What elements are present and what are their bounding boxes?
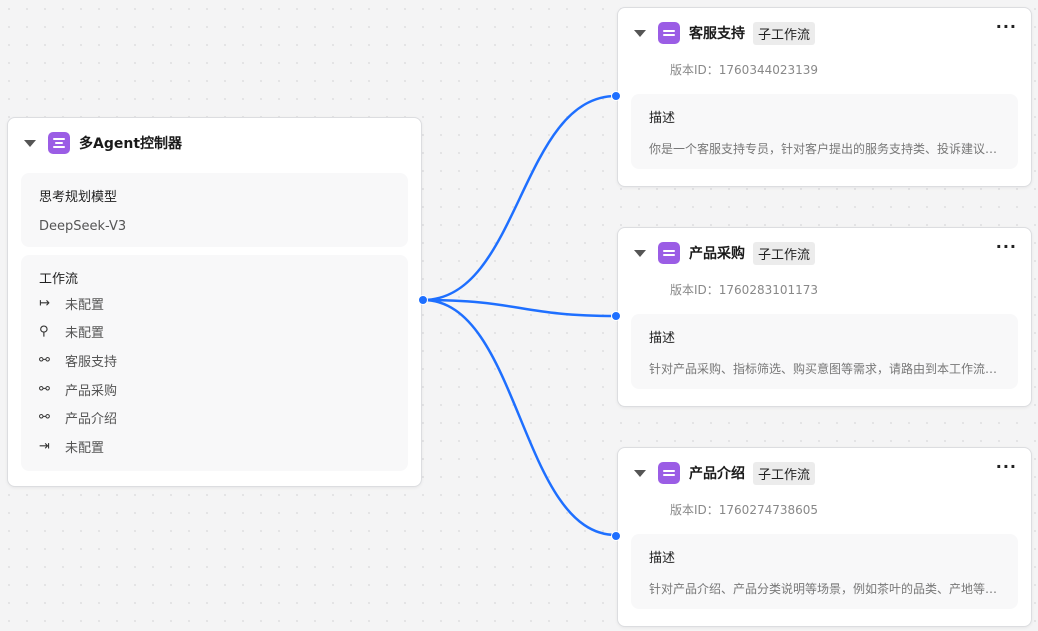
- model-label: 思考规划模型: [39, 190, 118, 205]
- collapse-caret-icon[interactable]: [634, 469, 646, 477]
- description-box: 描述 针对产品采购、指标筛选、购买意图等需求，请路由到本工作流进行处理: [631, 314, 1018, 389]
- description-text: 你是一个客服支持专员，针对客户提出的服务支持类、投诉建议类问题进行处理: [649, 142, 1000, 156]
- agent-icon: [48, 132, 70, 154]
- collapse-caret-icon[interactable]: [634, 29, 646, 37]
- more-options-icon[interactable]: ···: [995, 237, 1017, 256]
- workflow-item-label: 客服支持: [65, 354, 118, 370]
- collapse-caret-icon[interactable]: [24, 139, 36, 147]
- collapse-caret-icon[interactable]: [634, 249, 646, 257]
- edge-to-kefu: [422, 94, 617, 302]
- description-label: 描述: [649, 551, 676, 566]
- description-label: 描述: [649, 331, 676, 346]
- workflow-item-label: 未配置: [65, 297, 105, 313]
- description-box: 描述 你是一个客服支持专员，针对客户提出的服务支持类、投诉建议类问题进行处理: [631, 94, 1018, 169]
- subflow-node[interactable]: 产品采购 子工作流 ··· 版本ID：1760283101173 描述 针对产品…: [617, 227, 1032, 407]
- controller-node[interactable]: 多Agent控制器 思考规划模型 DeepSeek-V3 工作流 ↦ 未配置 ⚲ 未配…: [7, 117, 422, 487]
- description-label: 描述: [649, 111, 676, 126]
- node-title: 客服支持: [689, 26, 745, 42]
- output-handle[interactable]: [418, 295, 428, 305]
- node-tag: 子工作流: [753, 461, 816, 485]
- subflow-icon: ⚯: [39, 352, 50, 368]
- workflow-item-label: 未配置: [65, 326, 105, 342]
- workflow-item[interactable]: ⚯ 产品介绍: [39, 403, 390, 432]
- version-id: 版本ID：1760274738605: [670, 503, 819, 517]
- workflow-section: 工作流 ↦ 未配置 ⚲ 未配置 ⚯ 客服支持 ⚯ 产品采购 ⚯ 产品介绍 ⇥ 未配置: [21, 255, 408, 471]
- workflow-item-label: 产品介绍: [65, 412, 118, 428]
- description-box: 描述 针对产品介绍、产品分类说明等场景，例如茶叶的品类、产地等介绍: [631, 534, 1018, 609]
- node-tag: 子工作流: [753, 241, 816, 265]
- more-options-icon[interactable]: ···: [995, 17, 1017, 36]
- workflow-item-label: 未配置: [65, 440, 105, 456]
- subflow-node[interactable]: 产品介绍 子工作流 ··· 版本ID：1760274738605 描述 针对产品…: [617, 447, 1032, 627]
- bulb-icon: ⚲: [39, 324, 49, 340]
- start-arrow-icon: ↦: [39, 295, 50, 311]
- input-handle[interactable]: [611, 531, 621, 541]
- subflow-icon: ⚯: [39, 410, 50, 426]
- workflow-label: 工作流: [39, 272, 79, 287]
- end-arrow-icon: ⇥: [39, 438, 50, 454]
- workflow-item[interactable]: ⚯ 产品采购: [39, 375, 390, 404]
- node-title: 产品介绍: [689, 466, 745, 482]
- edge-to-jieshao: [422, 298, 617, 537]
- subflow-icon: [658, 462, 680, 484]
- input-handle[interactable]: [611, 91, 621, 101]
- node-title: 多Agent控制器: [79, 136, 183, 152]
- model-section: 思考规划模型 DeepSeek-V3: [21, 173, 408, 247]
- workflow-item[interactable]: ↦ 未配置: [39, 289, 390, 318]
- description-text: 针对产品介绍、产品分类说明等场景，例如茶叶的品类、产地等介绍: [649, 582, 1000, 596]
- version-id: 版本ID：1760344023139: [670, 63, 819, 77]
- description-text: 针对产品采购、指标筛选、购买意图等需求，请路由到本工作流进行处理: [649, 362, 1000, 376]
- more-options-icon[interactable]: ···: [995, 457, 1017, 476]
- input-handle[interactable]: [611, 311, 621, 321]
- subflow-icon: [658, 22, 680, 44]
- model-value: DeepSeek-V3: [39, 219, 127, 234]
- version-id: 版本ID：1760283101173: [670, 283, 819, 297]
- workflow-item[interactable]: ⚲ 未配置: [39, 318, 390, 347]
- subflow-node[interactable]: 客服支持 子工作流 ··· 版本ID：1760344023139 描述 你是一个…: [617, 7, 1032, 187]
- node-tag: 子工作流: [753, 21, 816, 45]
- workflow-item[interactable]: ⇥ 未配置: [39, 432, 390, 461]
- node-title: 产品采购: [689, 246, 745, 262]
- workflow-item-label: 产品采购: [65, 383, 118, 399]
- subflow-icon: [658, 242, 680, 264]
- workflow-item[interactable]: ⚯ 客服支持: [39, 346, 390, 375]
- subflow-icon: ⚯: [39, 381, 50, 397]
- edge-to-caigou: [422, 298, 617, 318]
